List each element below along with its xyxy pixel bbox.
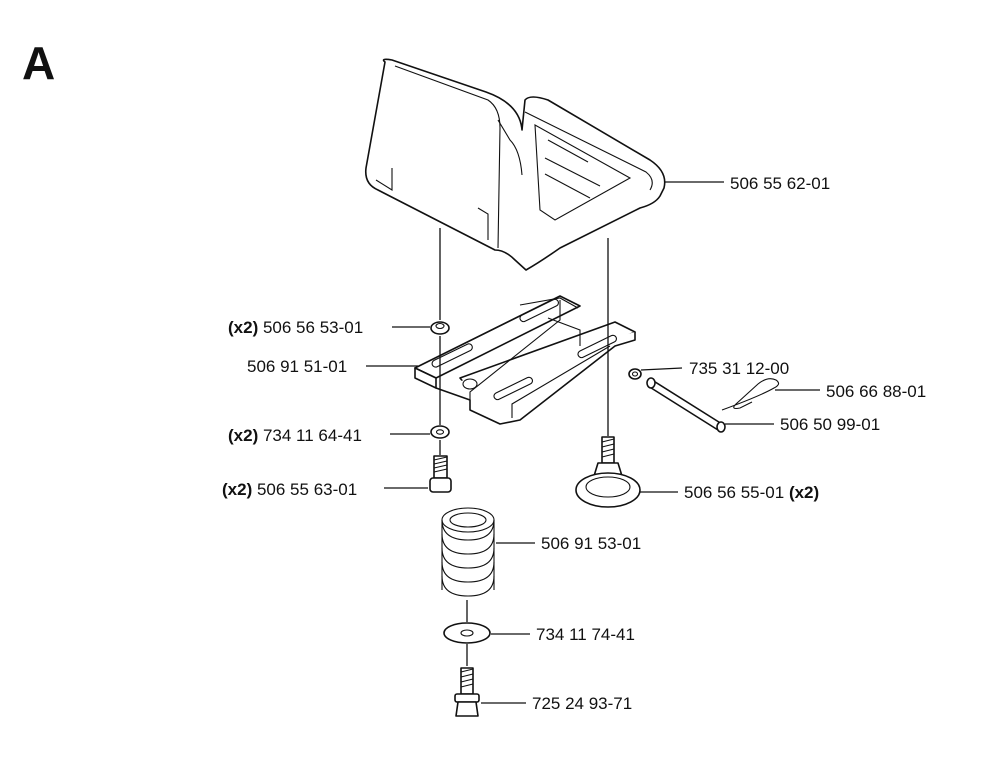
label-knob: 506 56 55-01 (x2) [684, 483, 820, 502]
leader-lines [366, 181, 820, 704]
label-seat: 506 55 62-01 [730, 174, 831, 193]
washer-part [430, 425, 450, 439]
pin-part [646, 377, 726, 433]
screw-part [454, 667, 480, 717]
bolt-part [429, 455, 452, 493]
label-clip: 506 66 88-01 [826, 382, 927, 401]
nut-part [430, 321, 450, 335]
label-washer-large: 734 11 74-41 [536, 625, 635, 644]
label-washer: (x2) 734 11 64-41 [228, 426, 362, 445]
assembly-axis-lines [439, 228, 609, 666]
label-screw: 725 24 93-71 [532, 694, 633, 713]
bracket-part [414, 295, 636, 425]
clip-part [721, 378, 780, 411]
spring-part [441, 507, 495, 597]
label-bolt: (x2) 506 55 63-01 [222, 480, 358, 499]
label-pin: 506 50 99-01 [780, 415, 881, 434]
label-nut: (x2) 506 56 53-01 [228, 318, 364, 337]
label-bracket: 506 91 51-01 [247, 357, 348, 376]
washer-large-part [443, 622, 491, 644]
knob-part [575, 436, 641, 508]
washer-small-part [628, 368, 642, 380]
label-washer-small: 735 31 12-00 [689, 359, 790, 378]
label-spring: 506 91 53-01 [541, 534, 642, 553]
seat-part [364, 58, 666, 271]
section-letter: A [22, 37, 56, 89]
